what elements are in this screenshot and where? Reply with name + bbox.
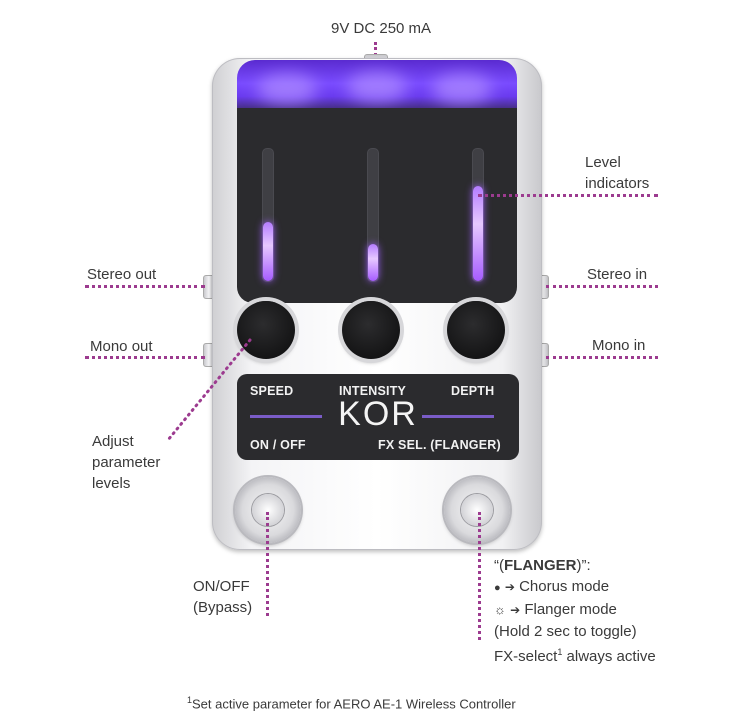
led-light-bar [237,60,517,112]
mono-out-callout-line [85,356,205,359]
hold-toggle-text: (Hold 2 sec to toggle) [494,623,637,640]
adjust-line3: levels [92,475,131,492]
level-meter-speed [262,148,274,282]
onoff-bypass-label: ON/OFF (Bypass) [193,576,252,618]
depth-knob[interactable] [447,301,505,359]
level-meter-depth [472,148,484,282]
mono-in-callout-line [546,356,658,359]
title-prefix: “( [494,557,504,574]
footnote-sup: 1 [187,695,193,705]
fx-select-sup: 1 [557,647,563,657]
fx-select-text: FX-select [494,648,558,665]
level-indicators-line2: indicators [585,175,650,192]
stereo-in-callout-line [546,285,658,288]
footnote-text: Set active parameter for AERO AE-1 Wirel… [192,696,516,712]
footnote: 1Set active parameter for AERO AE-1 Wire… [187,690,516,714]
mono-out-label: Mono out [90,338,153,355]
onoff-line1: ON/OFF [193,578,250,595]
led-glow [347,72,407,102]
led-glow [257,74,317,104]
level-fill [263,221,273,281]
adjust-line2: parameter [92,454,161,471]
fx-select-suffix: always active [562,648,656,665]
fx-sel-label: FX SEL. (FLANGER) [378,438,501,452]
bypass-footswitch[interactable] [235,477,301,543]
arrow-icon: ➔ [504,580,515,594]
footswitch-cap [461,494,493,526]
title-bold: FLANGER [504,557,577,574]
on-off-label: ON / OFF [250,438,306,452]
divider-line-right [422,415,494,418]
power-label: 9V DC 250 mA [331,20,432,37]
arrow-icon: ➔ [510,603,521,617]
led-glow [432,74,492,104]
flanger-mode-row: ☼ ➔ Flanger mode [494,599,656,621]
chorus-mode-text: Chorus mode [519,578,610,595]
mono-in-label: Mono in [592,337,646,354]
flanger-mode-text: Flanger mode [524,601,617,618]
onoff-callout-line [266,512,269,616]
adjust-parameter-label: Adjust parameter levels [92,431,160,494]
brand-logo: KOR [338,395,418,433]
level-indicators-line1: Level [585,154,621,171]
adjust-line1: Adjust [92,433,134,450]
level-fill [368,244,378,281]
stereo-out-callout-line [85,285,205,288]
fx-select-row: FX-select1 always active [494,642,656,667]
flanger-note: “(FLANGER)”: ● ➔ Chorus mode ☼ ➔ Flanger… [494,555,656,667]
fx-select-footswitch[interactable] [444,477,510,543]
stereo-in-label: Stereo in [587,266,648,283]
depth-label: DEPTH [451,384,495,398]
divider-line-left [250,415,322,418]
speed-knob[interactable] [237,301,295,359]
led-on-icon: ☼ [494,602,506,617]
level-fill [473,185,483,281]
intensity-label: INTENSITY [339,384,407,398]
led-off-icon: ● [494,582,501,594]
speed-label: SPEED [250,384,294,398]
power-callout-line [374,42,377,56]
chorus-mode-row: ● ➔ Chorus mode [494,576,656,599]
intensity-knob[interactable] [342,301,400,359]
stereo-out-label: Stereo out [87,266,157,283]
level-indicators-callout-line [478,194,658,197]
control-label-panel: SPEED INTENSITY DEPTH KOR ON / OFF FX SE… [237,374,519,460]
title-suffix: )”: [576,557,591,574]
adjust-callout-line [166,338,252,442]
flanger-note-title: “(FLANGER)”: [494,555,656,576]
level-indicators-label: Level indicators [585,152,649,194]
display-window [237,108,517,303]
level-meter-intensity [367,148,379,282]
onoff-line2: (Bypass) [193,599,253,616]
fx-callout-line [478,512,481,640]
